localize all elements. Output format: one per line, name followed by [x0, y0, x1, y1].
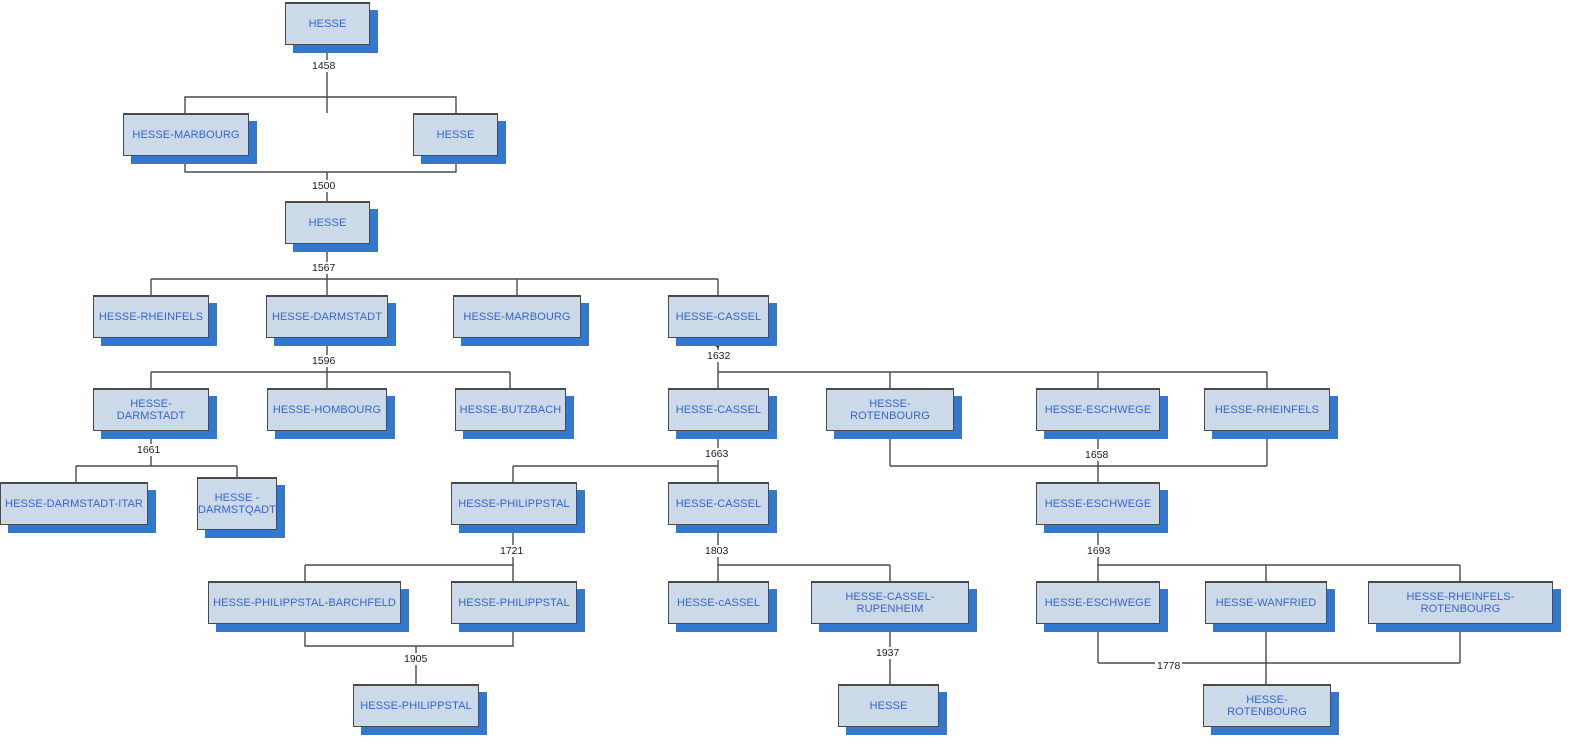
edge-year-label: 1693 — [1085, 545, 1113, 557]
tree-node[interactable]: HESSE-DARMSTADT — [266, 295, 388, 338]
edge-year-label: 1458 — [310, 60, 338, 72]
tree-node[interactable]: HESSE-MARBOURG — [123, 113, 249, 156]
tree-node[interactable]: HESSE-DARMSTADT-ITAR — [0, 482, 148, 525]
tree-node[interactable]: HESSE-cASSEL — [668, 581, 769, 624]
tree-node[interactable]: HESSE-ESCHWEGE — [1036, 482, 1160, 525]
tree-node[interactable]: HESSE-ROTENBOURG — [1203, 684, 1331, 727]
tree-node[interactable]: HESSE-MARBOURG — [453, 295, 581, 338]
tree-node[interactable]: HESSE-CASSEL-RUPENHEIM — [811, 581, 969, 624]
edge-year-label: 1658 — [1083, 449, 1111, 461]
tree-node[interactable]: HESSE-PHILIPPSTAL — [451, 581, 577, 624]
edge-year-label: 1567 — [310, 262, 338, 274]
tree-node[interactable]: HESSE-PHILIPPSTAL — [353, 684, 479, 727]
tree-node[interactable]: HESSE — [838, 684, 939, 727]
tree-node[interactable]: HESSE-ESCHWEGE — [1036, 581, 1160, 624]
tree-node[interactable]: HESSE-BUTZBACH — [455, 388, 566, 431]
edge-year-label: 1905 — [402, 653, 430, 665]
tree-node[interactable]: HESSE-ROTENBOURG — [826, 388, 954, 431]
tree-node[interactable]: HESSE — [285, 2, 370, 45]
tree-node[interactable]: HESSE-RHEINFELS — [1204, 388, 1330, 431]
tree-node[interactable]: HESSE-HOMBOURG — [267, 388, 387, 431]
tree-node[interactable]: HESSE-ESCHWEGE — [1036, 388, 1160, 431]
tree-node[interactable]: HESSE-DARMSTADT — [93, 388, 209, 431]
tree-node[interactable]: HESSE-WANFRIED — [1205, 581, 1327, 624]
edge-year-label: 1778 — [1155, 660, 1183, 672]
edge-year-label: 1937 — [874, 647, 902, 659]
edge-year-label: 1721 — [498, 545, 526, 557]
tree-node[interactable]: HESSE — [413, 113, 498, 156]
tree-node[interactable]: HESSE-RHEINFELS — [93, 295, 209, 338]
tree-node[interactable]: HESSE-CASSEL — [668, 295, 769, 338]
edge-year-label: 1661 — [135, 444, 163, 456]
edge-year-label: 1803 — [703, 545, 731, 557]
edge-year-label: 1663 — [703, 448, 731, 460]
tree-node[interactable]: HESSE-RHEINFELS-ROTENBOURG — [1368, 581, 1553, 624]
tree-node[interactable]: HESSE-CASSEL — [668, 482, 769, 525]
tree-node[interactable]: HESSE-PHILIPPSTAL-BARCHFELD — [208, 581, 401, 624]
edge-year-label: 1596 — [310, 355, 338, 367]
tree-node[interactable]: HESSE-PHILIPPSTAL — [451, 482, 577, 525]
tree-node[interactable]: HESSE — [285, 201, 370, 244]
tree-node[interactable]: HESSE-CASSEL — [668, 388, 769, 431]
edge-year-label: 1500 — [310, 180, 338, 192]
edge-year-label: 1632 — [705, 350, 733, 362]
tree-node[interactable]: HESSE - DARMSTQADT — [197, 477, 277, 530]
